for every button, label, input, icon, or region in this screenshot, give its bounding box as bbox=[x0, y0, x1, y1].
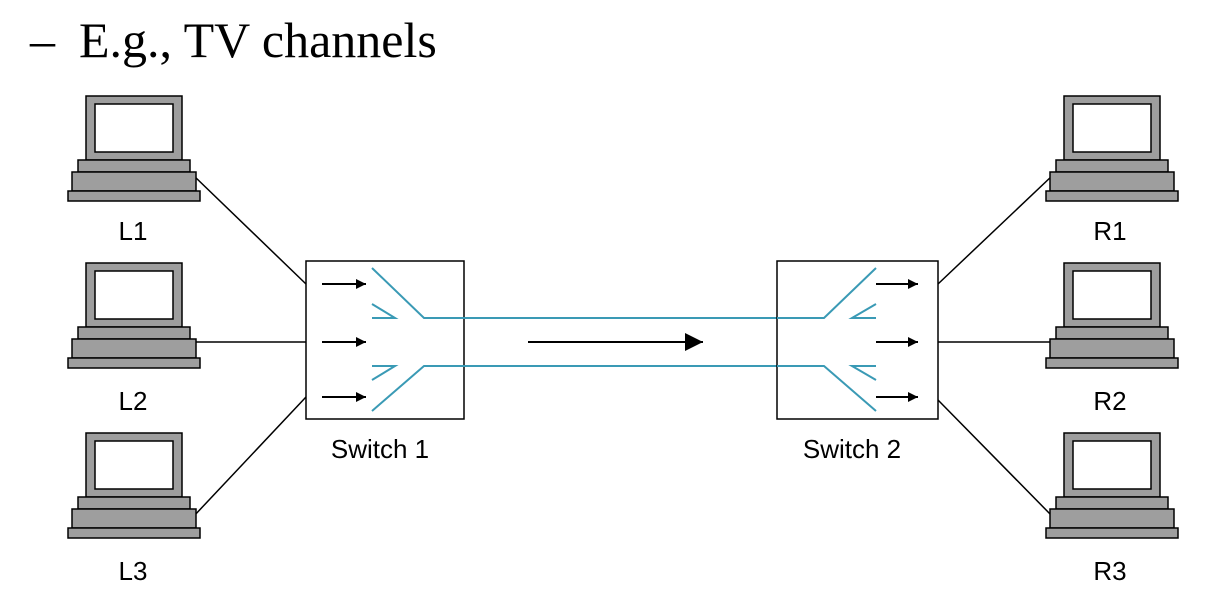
link-l3-switch1 bbox=[192, 396, 307, 518]
switch-2-fan bbox=[777, 267, 877, 412]
host-label-r1: R1 bbox=[1093, 216, 1126, 246]
link-switch2-r3 bbox=[937, 399, 1054, 518]
host-label-l3: L3 bbox=[119, 556, 148, 586]
computer-icon bbox=[1045, 262, 1179, 369]
host-l1: L1 bbox=[67, 95, 201, 246]
bullet-text: E.g., TV channels bbox=[79, 12, 437, 68]
bullet-line: –E.g., TV channels bbox=[30, 10, 437, 70]
switch-1-box bbox=[305, 260, 465, 420]
computer-icon bbox=[1045, 432, 1179, 539]
host-r3: R3 bbox=[1045, 432, 1179, 586]
bullet-dash: – bbox=[30, 12, 55, 68]
computer-icon bbox=[67, 432, 201, 539]
host-l3: L3 bbox=[67, 432, 201, 586]
host-r2: R2 bbox=[1045, 262, 1179, 416]
host-label-l1: L1 bbox=[119, 216, 148, 246]
host-label-r3: R3 bbox=[1093, 556, 1126, 586]
switch-1-label: Switch 1 bbox=[331, 434, 429, 464]
link-l1-switch1 bbox=[192, 174, 307, 285]
host-links bbox=[192, 174, 1054, 518]
switch-1-fan bbox=[371, 267, 464, 412]
host-label-r2: R2 bbox=[1093, 386, 1126, 416]
host-label-l2: L2 bbox=[119, 386, 148, 416]
computer-icon bbox=[67, 95, 201, 202]
computer-icon bbox=[1045, 95, 1179, 202]
trunk-link bbox=[464, 317, 777, 367]
switch-2-label: Switch 2 bbox=[803, 434, 901, 464]
host-r1: R1 bbox=[1045, 95, 1179, 246]
switch-2 bbox=[776, 260, 939, 420]
link-switch2-r1 bbox=[937, 174, 1054, 285]
switch-1 bbox=[305, 260, 465, 420]
computer-icon bbox=[67, 262, 201, 369]
host-l2: L2 bbox=[67, 262, 201, 416]
